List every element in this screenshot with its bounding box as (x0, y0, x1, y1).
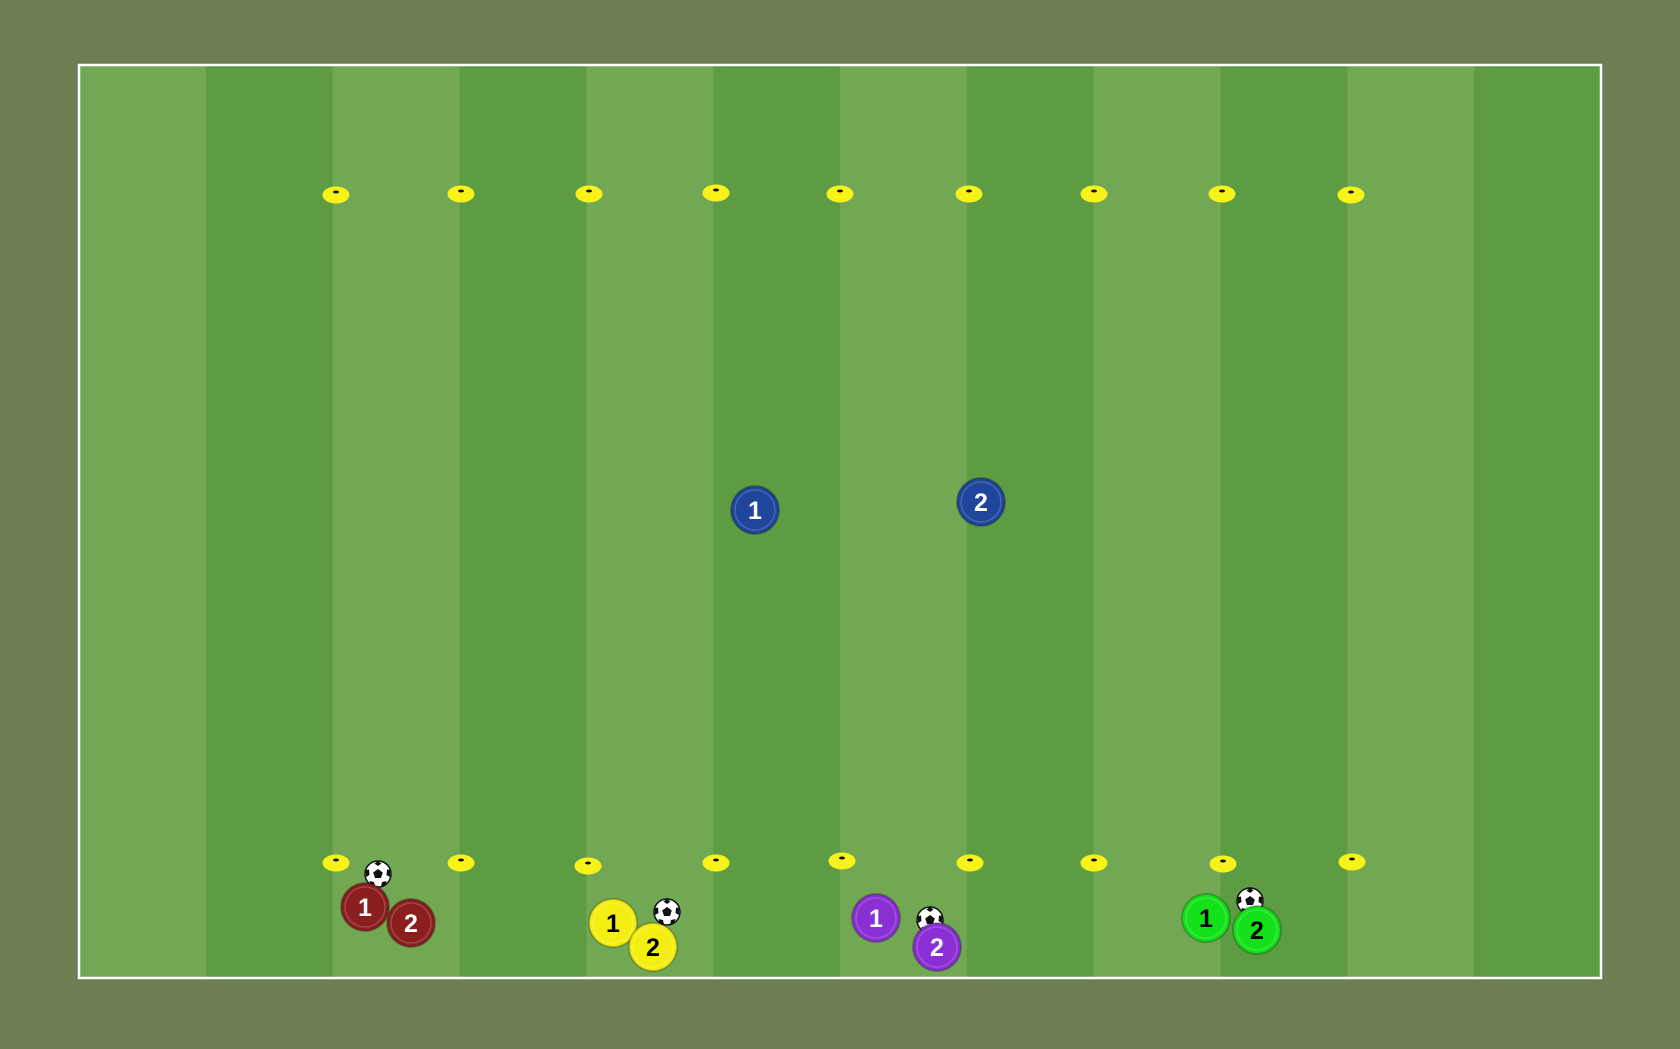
cone-icon (1337, 186, 1365, 204)
cone-icon (447, 185, 475, 203)
player-disc-icon (1181, 893, 1231, 943)
cone-icon (575, 185, 603, 203)
player-disc-icon (912, 922, 962, 972)
player-disc-icon (956, 477, 1006, 527)
player-red-1: 1 (340, 882, 390, 932)
player-disc-icon (340, 882, 390, 932)
soccer-ball-icon (653, 898, 681, 926)
player-yellow-1: 1 (588, 898, 638, 948)
pitch-stripe (205, 65, 334, 978)
cone-icon (1208, 185, 1236, 203)
player-green-1: 1 (1181, 893, 1231, 943)
player-purple-1: 1 (851, 893, 901, 943)
cone-icon (447, 854, 475, 872)
player-disc-icon (1232, 905, 1282, 955)
player-purple-2: 2 (912, 922, 962, 972)
player-blue-1: 1 (730, 485, 780, 535)
pitch-stripes (79, 65, 1602, 978)
cone-icon (1209, 855, 1237, 873)
player-number: 1 (358, 894, 372, 922)
player-disc-icon (588, 898, 638, 948)
pitch-stripe (79, 65, 207, 978)
pitch-stripe (840, 65, 968, 978)
player-disc-icon (386, 898, 436, 948)
player-number: 2 (1250, 917, 1264, 945)
pitch-stripe (459, 65, 587, 978)
pitch-stripe (332, 65, 461, 978)
player-number: 2 (930, 934, 944, 962)
player-number: 1 (869, 905, 883, 933)
player-yellow-2: 2 (628, 922, 678, 972)
player-number: 2 (974, 489, 988, 517)
pitch-stripe (1474, 65, 1602, 978)
cone-icon (702, 854, 730, 872)
cone-icon (702, 184, 730, 202)
player-disc-icon (851, 893, 901, 943)
player-disc-icon (628, 922, 678, 972)
cone-icon (322, 854, 350, 872)
player-number: 1 (1199, 905, 1213, 933)
player-number: 1 (748, 497, 762, 525)
cone-icon (322, 186, 350, 204)
player-disc-icon (730, 485, 780, 535)
player-number: 1 (606, 910, 620, 938)
pitch-stripe (586, 65, 714, 978)
cone-icon (1080, 185, 1108, 203)
player-blue-2: 2 (956, 477, 1006, 527)
cone-icon (826, 185, 854, 203)
pitch-boundary-line (77, 63, 1603, 980)
pitch-stripe (1347, 65, 1475, 978)
cone-icon (955, 185, 983, 203)
cone-icon (574, 857, 602, 875)
cone-icon (1080, 854, 1108, 872)
pitch-stripe (1220, 65, 1348, 978)
pitch-stripe (1093, 65, 1222, 978)
player-red-2: 2 (386, 898, 436, 948)
player-number: 2 (646, 934, 660, 962)
cone-icon (828, 852, 856, 870)
player-green-2: 2 (1232, 905, 1282, 955)
cone-icon (956, 854, 984, 872)
player-number: 2 (404, 910, 418, 938)
cones (322, 184, 1366, 875)
cone-icon (1338, 853, 1366, 871)
